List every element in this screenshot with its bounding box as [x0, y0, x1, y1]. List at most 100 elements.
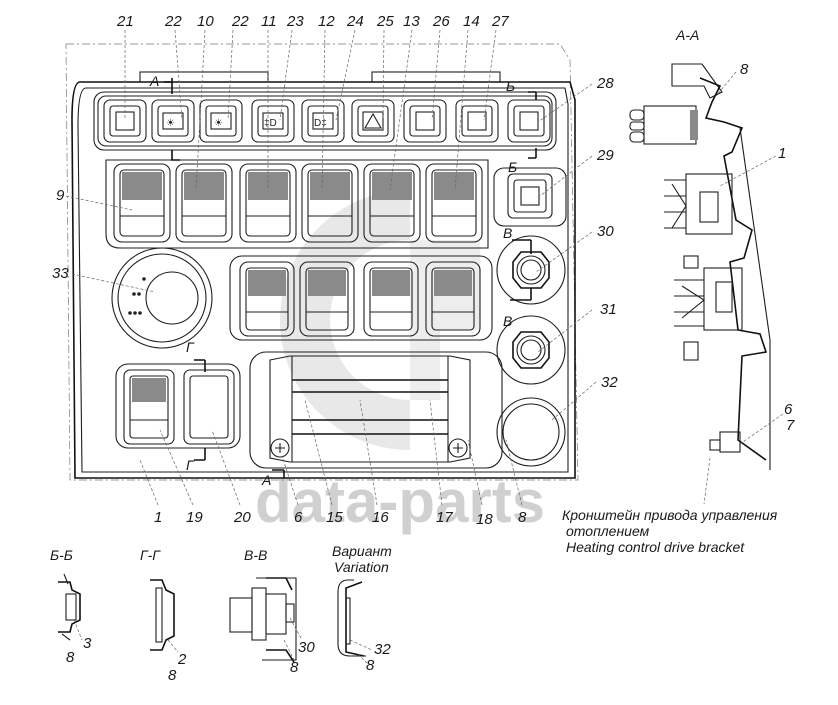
callout-label: 8 — [518, 509, 527, 526]
knob-31 — [496, 315, 566, 385]
rocker-switch — [301, 163, 359, 243]
callout-label: 22 — [231, 13, 249, 30]
screw-icon — [448, 438, 468, 458]
watermark-text: data-parts — [255, 468, 545, 535]
switch-pair-19-20 — [115, 363, 241, 449]
rocker-switch — [363, 163, 421, 243]
button-25 — [351, 99, 395, 143]
callout-label: 12 — [318, 13, 335, 30]
rocker-row-1 — [105, 159, 489, 249]
callout-label: 30 — [298, 639, 315, 656]
section-a-title: А-А — [675, 27, 699, 43]
button-26 — [403, 99, 447, 143]
detail-variation-title-ru: Вариант — [332, 543, 392, 559]
detail-gg-title: Г-Г — [140, 547, 161, 563]
detail-bb-title: Б-Б — [50, 547, 73, 563]
rocker-switch — [175, 163, 233, 243]
callout-label: 18 — [476, 511, 493, 528]
rocker-switch — [425, 261, 481, 337]
callout-label: 15 — [326, 509, 343, 526]
callout-label: 8 — [168, 667, 177, 684]
callout-label: 8 — [366, 657, 375, 674]
callout-label: 10 — [197, 13, 214, 30]
button-29 — [493, 167, 567, 227]
callout-label: 14 — [463, 13, 480, 30]
callout-label: 3 — [83, 635, 92, 652]
callout-label: 22 — [164, 13, 182, 30]
rocker-switch — [239, 261, 295, 337]
watermark-logo — [280, 190, 480, 450]
callout-label: 29 — [596, 147, 614, 164]
bracket-caption-ru-line1: Кронштейн привода управления — [562, 507, 778, 523]
screw-icon — [270, 438, 290, 458]
right-callouts: 28 29 30 31 32 — [596, 75, 618, 391]
callout-label: 31 — [600, 301, 617, 318]
section-mark-v-top: В — [503, 225, 512, 241]
detail-variation-title-en: Variation — [334, 559, 389, 575]
callout-label: 13 — [403, 13, 420, 30]
callout-label: 23 — [286, 13, 304, 30]
rotary-control-33 — [111, 247, 213, 349]
section-cut-lines — [164, 78, 537, 478]
callout-label: 32 — [374, 641, 391, 658]
work-light-icon: ☀ — [166, 118, 175, 129]
bracket-caption-en: Heating control drive bracket — [566, 539, 745, 555]
callout-label: 20 — [233, 509, 251, 526]
leader-lines — [65, 29, 597, 506]
button-22-a: ☀ — [151, 99, 195, 143]
section-mark-b-top: Б — [506, 78, 515, 94]
callout-label: 6 — [784, 401, 793, 418]
section-a-leaders — [703, 71, 784, 505]
callout-label: 9 — [56, 187, 65, 204]
rocker-switch — [425, 163, 483, 243]
callout-label: 21 — [116, 13, 134, 30]
button-27 — [455, 99, 499, 143]
front-fog-light-icon: ‡D — [264, 118, 277, 129]
callout-label: 32 — [601, 374, 618, 391]
callout-label: 28 — [596, 75, 614, 92]
callout-label: 25 — [376, 13, 394, 30]
bracket-caption-ru-line2: отоплением — [566, 523, 650, 539]
rocker-switch — [113, 163, 171, 243]
callout-label: 33 — [52, 265, 69, 282]
section-mark-b-side: Б — [508, 159, 517, 175]
callout-label: 27 — [491, 13, 509, 30]
callout-label: 7 — [786, 417, 795, 434]
knob-30 — [496, 235, 566, 305]
rear-fog-light-icon: D‡ — [314, 118, 327, 129]
button-22-b: ☀ — [199, 99, 243, 143]
section-mark-g-top: Г — [186, 339, 195, 355]
detail-gg-drawing — [150, 579, 179, 653]
callout-label: 1 — [778, 145, 786, 162]
detail-vv-title: В-В — [244, 547, 267, 563]
callout-label: 26 — [432, 13, 450, 30]
detail-variation-drawing — [337, 579, 373, 665]
callout-label: 16 — [372, 509, 389, 526]
callout-label: 11 — [261, 13, 277, 30]
callout-label: 2 — [177, 651, 187, 668]
button-23: ‡D — [251, 99, 295, 143]
callout-label: 8 — [740, 61, 749, 78]
top-buttons: ☀ ☀ ‡D D‡ — [103, 99, 551, 143]
section-mark-a-top: А — [149, 73, 159, 89]
detail-bb-drawing — [58, 573, 83, 641]
section-mark-g-bottom: Г — [186, 457, 195, 473]
top-callouts: 21 22 10 22 11 23 12 24 25 13 26 14 27 — [116, 13, 509, 30]
section-mark-v-bottom: В — [503, 313, 512, 329]
section-mark-a-bottom: А — [261, 472, 271, 488]
plug-32 — [496, 397, 566, 467]
callout-label: 24 — [346, 13, 364, 30]
section-a-drawing — [629, 63, 771, 470]
callout-label: 6 — [294, 509, 303, 526]
rocker-switch — [299, 261, 355, 337]
button-28 — [507, 99, 551, 143]
callout-label: 30 — [597, 223, 614, 240]
bottom-callouts: 1 19 20 6 15 16 17 18 8 — [154, 509, 527, 528]
top-button-row — [93, 91, 557, 151]
left-callouts: 9 33 — [52, 187, 69, 282]
detail-vv-drawing — [229, 577, 303, 663]
rocker-switch — [363, 261, 419, 337]
callout-label: 8 — [66, 649, 75, 666]
callout-label: 8 — [290, 659, 299, 676]
